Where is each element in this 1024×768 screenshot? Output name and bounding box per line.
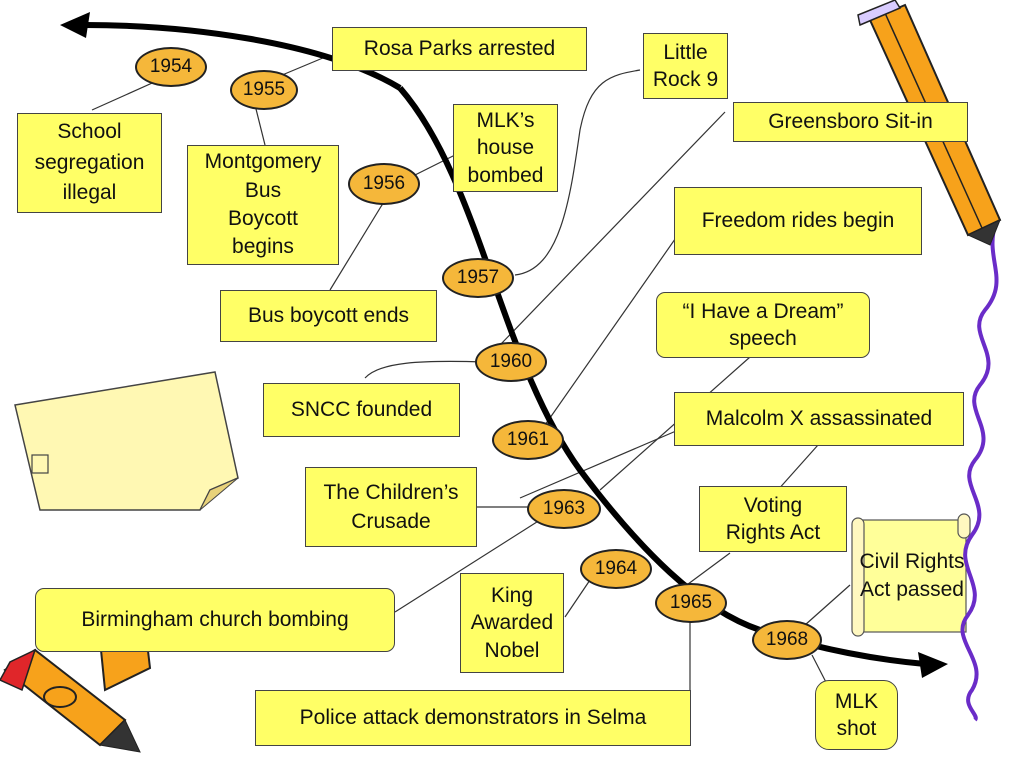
event-mlk-house: MLK’s house bombed	[453, 104, 558, 192]
squiggle-line-icon	[960, 224, 999, 722]
event-little-rock: Little Rock 9	[643, 33, 728, 99]
event-voting-rights: Voting Rights Act	[699, 486, 847, 552]
event-childrens-crusade: The Children’s Crusade	[305, 467, 477, 547]
year-1955: 1955	[230, 70, 298, 110]
event-mlk-shot: MLK shot	[815, 680, 898, 750]
year-1968: 1968	[752, 620, 822, 660]
year-1956: 1956	[348, 163, 420, 205]
event-school-segregation: School segregation illegal	[17, 113, 162, 213]
scroll-icon	[851, 513, 971, 637]
event-selma: Police attack demonstrators in Selma	[255, 690, 691, 746]
year-1963: 1963	[527, 489, 601, 529]
event-sncc: SNCC founded	[263, 383, 460, 437]
year-1964: 1964	[580, 549, 652, 589]
year-1961: 1961	[492, 420, 564, 460]
connector-lines	[91, 54, 851, 691]
sticky-note-icon	[14, 371, 239, 511]
event-birmingham: Birmingham church bombing	[35, 588, 395, 652]
event-dream-speech: “I Have a Dream” speech	[656, 292, 870, 358]
event-freedom-rides: Freedom rides begin	[674, 187, 922, 255]
event-greensboro: Greensboro Sit-in	[733, 102, 968, 142]
timeline-arrow-icon	[60, 12, 90, 38]
year-1960: 1960	[475, 342, 547, 382]
event-bus-boycott-ends: Bus boycott ends	[220, 290, 437, 342]
timeline-arrow-icon	[918, 652, 948, 678]
year-1965: 1965	[655, 583, 727, 623]
event-rosa-parks: Rosa Parks arrested	[332, 27, 587, 71]
event-malcolm-x: Malcolm X assassinated	[674, 392, 964, 446]
event-king-nobel: King Awarded Nobel	[460, 573, 564, 673]
event-civil-rights-act: Civil Rights Act passed	[859, 549, 965, 601]
timeline-curve	[397, 86, 926, 667]
event-montgomery-boycott: Montgomery Bus Boycott begins	[187, 145, 339, 265]
year-1957: 1957	[442, 258, 514, 298]
year-1954: 1954	[135, 47, 207, 87]
